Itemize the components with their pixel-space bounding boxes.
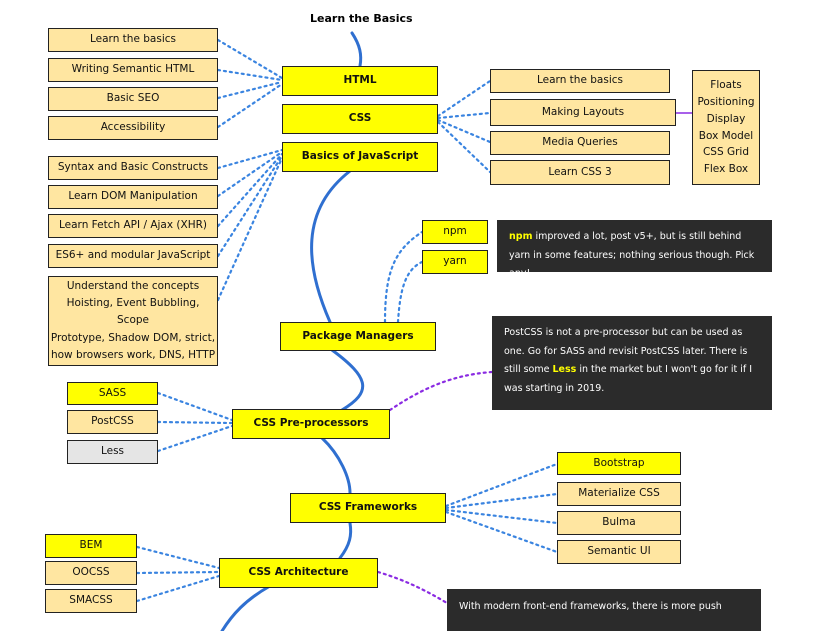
layout-flex-box: Flex Box [703, 163, 749, 176]
spine-segment [220, 584, 272, 631]
arch-note-text: With modern front-end frameworks, there … [459, 601, 722, 612]
link-js [216, 148, 284, 170]
link-css [436, 120, 492, 174]
link-html [216, 82, 284, 129]
spine-segment [310, 169, 352, 324]
link-css [436, 79, 492, 118]
pkg-note-highlight: npm [509, 231, 533, 242]
js-concepts-line: Understand the concepts [66, 279, 200, 292]
link-arch [135, 545, 221, 570]
package-managers-node[interactable]: Package Managers [280, 322, 436, 351]
css-node[interactable]: CSS [282, 104, 438, 134]
css-item-learn-basics[interactable]: Learn the basics [490, 69, 670, 93]
link-note-arch [376, 570, 449, 605]
spine-segment [338, 521, 353, 560]
layout-css-grid: CSS Grid [702, 146, 750, 159]
arch-item-oocss[interactable]: OOCSS [45, 561, 137, 585]
preprocessor-note: PostCSS is not a pre-processor but can b… [492, 316, 772, 410]
fw-item-semantic-ui[interactable]: Semantic UI [557, 540, 681, 564]
css-architecture-node[interactable]: CSS Architecture [219, 558, 378, 588]
fw-item-bootstrap[interactable]: Bootstrap [557, 452, 681, 475]
spine-segment [350, 31, 363, 68]
link-fw [444, 508, 559, 525]
spine-segment [320, 436, 352, 495]
link-pre [156, 424, 234, 453]
js-concepts-line: how browsers work, DNS, HTTP [50, 348, 216, 361]
css-item-making-layouts[interactable]: Making Layouts [490, 99, 676, 126]
arch-item-smacss[interactable]: SMACSS [45, 589, 137, 613]
pre-note-highlight: Less [552, 364, 577, 376]
pre-item-less[interactable]: Less [67, 440, 158, 464]
fw-item-materialize[interactable]: Materialize CSS [557, 482, 681, 506]
link-arch [135, 574, 221, 603]
link-pre [156, 420, 234, 425]
link-css [436, 118, 492, 144]
link-fw [444, 462, 559, 508]
link-js [216, 152, 284, 228]
html-item-learn-basics[interactable]: Learn the basics [48, 28, 218, 52]
css-preprocessors-node[interactable]: CSS Pre-processors [232, 409, 390, 439]
pre-item-postcss[interactable]: PostCSS [67, 410, 158, 434]
pkg-item-npm[interactable]: npm [422, 220, 488, 244]
js-item-syntax[interactable]: Syntax and Basic Constructs [48, 156, 218, 180]
link-fw [444, 492, 559, 510]
layout-display: Display [706, 112, 746, 125]
link-html [216, 68, 284, 82]
pkg-note: npm improved a lot, post v5+, but is sti… [497, 220, 772, 272]
pre-note-text-after: in the market but I won't go for it if I… [504, 364, 753, 394]
js-concepts-line: Hoisting, Event Bubbling, Scope [66, 297, 200, 327]
architecture-note: With modern front-end frameworks, there … [447, 589, 761, 631]
js-item-fetch[interactable]: Learn Fetch API / Ajax (XHR) [48, 214, 218, 238]
link-js [216, 156, 284, 302]
css-frameworks-node[interactable]: CSS Frameworks [290, 493, 446, 523]
pre-note-text-before: PostCSS is not a pre-processor but can b… [504, 327, 748, 376]
link-js [216, 150, 284, 198]
html-item-basic-seo[interactable]: Basic SEO [48, 87, 218, 111]
css-item-learn-css3[interactable]: Learn CSS 3 [490, 160, 670, 185]
layout-box-model: Box Model [698, 129, 754, 142]
js-item-dom[interactable]: Learn DOM Manipulation [48, 185, 218, 209]
pkg-note-text: improved a lot, post v5+, but is still b… [509, 231, 755, 272]
html-node[interactable]: HTML [282, 66, 438, 96]
css-item-media-queries[interactable]: Media Queries [490, 131, 670, 155]
fw-item-bulma[interactable]: Bulma [557, 511, 681, 535]
link-pkg [396, 260, 424, 324]
layout-positioning: Positioning [697, 95, 755, 108]
link-arch [135, 570, 221, 575]
link-html [216, 38, 284, 80]
link-html [216, 80, 284, 100]
link-fw [444, 510, 559, 554]
js-concepts[interactable]: Understand the concepts Hoisting, Event … [48, 276, 218, 366]
arch-item-bem[interactable]: BEM [45, 534, 137, 558]
pre-item-sass[interactable]: SASS [67, 382, 158, 405]
pkg-item-yarn[interactable]: yarn [422, 250, 488, 274]
js-node[interactable]: Basics of JavaScript [282, 142, 438, 172]
link-note-pre [388, 370, 494, 412]
html-item-semantic-html[interactable]: Writing Semantic HTML [48, 58, 218, 82]
js-item-es6[interactable]: ES6+ and modular JavaScript [48, 244, 218, 268]
link-pkg [383, 230, 424, 324]
js-concepts-line: Prototype, Shadow DOM, strict, [50, 331, 216, 344]
link-pre [156, 391, 234, 422]
html-item-accessibility[interactable]: Accessibility [48, 116, 218, 140]
layout-floats: Floats [710, 79, 742, 92]
diagram-title: Learn the Basics [310, 12, 413, 25]
css-layouts-list[interactable]: Floats Positioning Display Box Model CSS… [692, 70, 760, 185]
link-js [216, 154, 284, 258]
link-css [436, 111, 492, 120]
spine-segment [330, 348, 364, 412]
